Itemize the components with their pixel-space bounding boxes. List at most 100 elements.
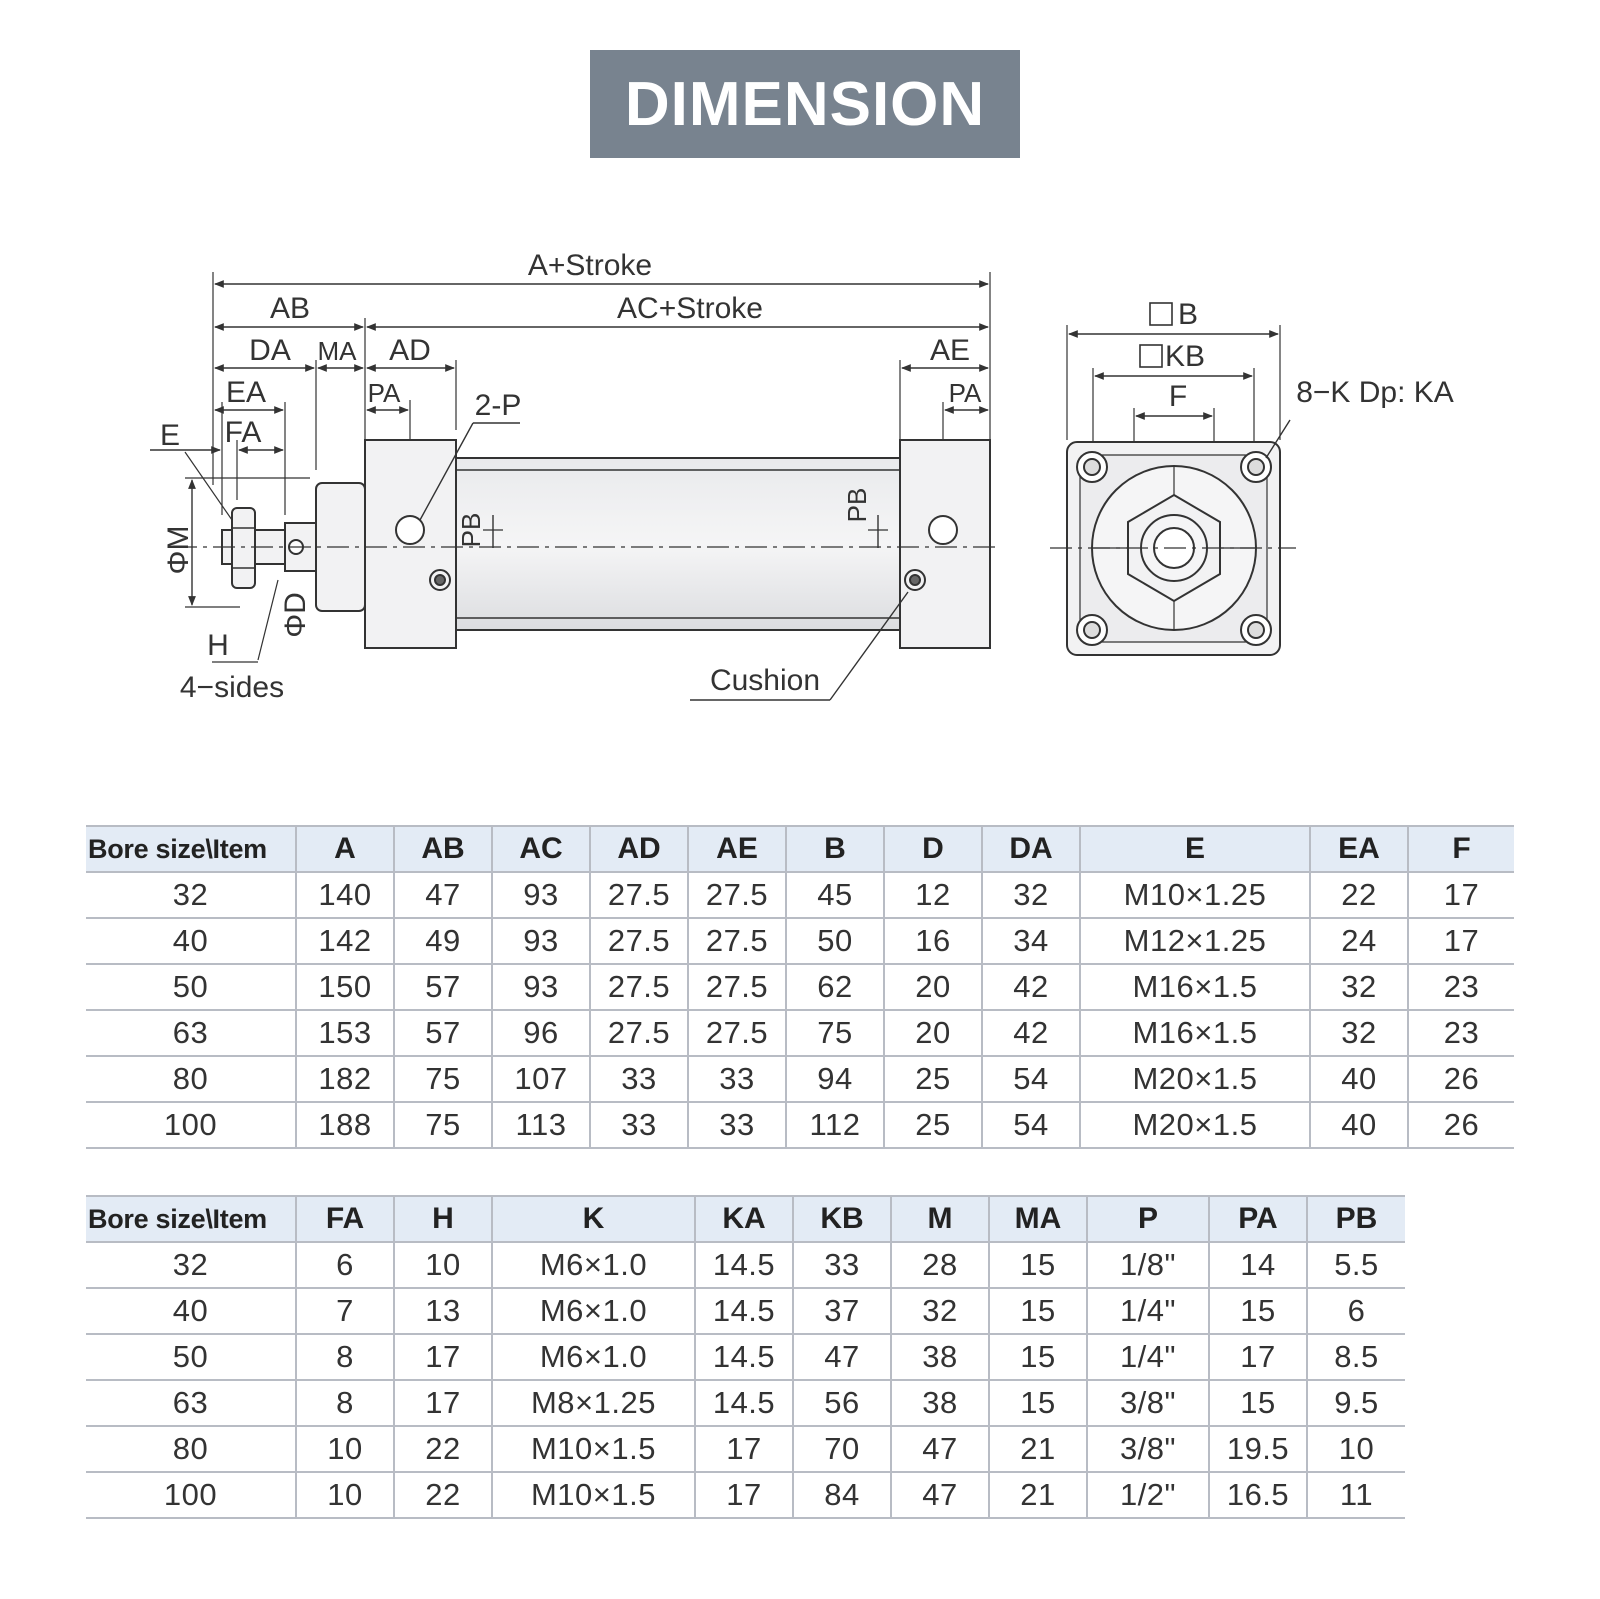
table-cell: M8×1.25 — [491, 1380, 695, 1427]
label-phi-d: ΦD — [279, 592, 312, 638]
bore-size-cell: 32 — [86, 1242, 296, 1289]
table-cell: 50 — [785, 918, 884, 965]
table-cell: 10 — [295, 1426, 394, 1473]
column-header: EA — [1309, 825, 1408, 873]
label-f: F — [1169, 380, 1187, 413]
table-cell: 8 — [295, 1380, 394, 1427]
table-cell: M10×1.5 — [491, 1426, 695, 1473]
table-cell: 32 — [1309, 1010, 1408, 1057]
table-cell: 21 — [988, 1426, 1087, 1473]
table-cell: 113 — [491, 1102, 590, 1149]
table-cell: 56 — [792, 1380, 891, 1427]
table-cell: 153 — [295, 1010, 394, 1057]
table-cell: 62 — [785, 964, 884, 1011]
table-cell: 27.5 — [687, 872, 786, 919]
column-header: AD — [589, 825, 688, 873]
table-cell: 1/8" — [1086, 1242, 1209, 1289]
column-header: KA — [694, 1195, 793, 1243]
table-cell: 47 — [792, 1334, 891, 1381]
table-cell: 8 — [295, 1334, 394, 1381]
column-header-bore-size: Bore size\Item — [86, 825, 296, 873]
table-cell: 23 — [1407, 1010, 1514, 1057]
label-ad: AD — [389, 334, 431, 367]
table-cell: 188 — [295, 1102, 394, 1149]
table-cell: 47 — [393, 872, 492, 919]
table-cell: M16×1.5 — [1079, 964, 1310, 1011]
bore-size-cell: 32 — [86, 872, 296, 919]
table-cell: 27.5 — [687, 918, 786, 965]
table-cell: 57 — [393, 1010, 492, 1057]
table-cell: 17 — [1407, 918, 1514, 965]
table-cell: 26 — [1407, 1102, 1514, 1149]
table-cell: 27.5 — [687, 964, 786, 1011]
table-cell: M20×1.5 — [1079, 1102, 1310, 1149]
table-cell: 6 — [1306, 1288, 1405, 1335]
table-cell: 32 — [890, 1288, 989, 1335]
column-header: F — [1407, 825, 1514, 873]
table-cell: 75 — [785, 1010, 884, 1057]
table-cell: 27.5 — [589, 872, 688, 919]
column-header: E — [1079, 825, 1310, 873]
table-cell: 13 — [393, 1288, 492, 1335]
column-header: D — [883, 825, 982, 873]
column-header-bore-size: Bore size\Item — [86, 1195, 296, 1243]
table-cell: 33 — [687, 1056, 786, 1103]
table-cell: 12 — [883, 872, 982, 919]
table-cell: 40 — [1309, 1102, 1408, 1149]
table-cell: 23 — [1407, 964, 1514, 1011]
table-cell: 38 — [890, 1334, 989, 1381]
table-cell: 142 — [295, 918, 394, 965]
table-cell: M6×1.0 — [491, 1288, 695, 1335]
table-cell: 33 — [687, 1102, 786, 1149]
bore-size-cell: 80 — [86, 1056, 296, 1103]
table-cell: 8.5 — [1306, 1334, 1405, 1381]
table-cell: M10×1.25 — [1079, 872, 1310, 919]
table-cell: 45 — [785, 872, 884, 919]
column-header: AB — [393, 825, 492, 873]
table-cell: 15 — [988, 1242, 1087, 1289]
table-cell: 94 — [785, 1056, 884, 1103]
bore-size-cell: 100 — [86, 1102, 296, 1149]
table-cell: 15 — [1208, 1288, 1307, 1335]
table-cell: 15 — [988, 1380, 1087, 1427]
table-cell: 47 — [890, 1472, 989, 1519]
label-ma: MA — [318, 336, 358, 366]
column-header: FA — [295, 1195, 394, 1243]
table-cell: 17 — [1407, 872, 1514, 919]
table-cell: 84 — [792, 1472, 891, 1519]
table-cell: 21 — [988, 1472, 1087, 1519]
table-cell: 107 — [491, 1056, 590, 1103]
table-cell: 16.5 — [1208, 1472, 1307, 1519]
bore-size-cell: 50 — [86, 1334, 296, 1381]
bore-size-cell: 50 — [86, 964, 296, 1011]
table-cell: 93 — [491, 964, 590, 1011]
label-pb-right: PB — [842, 488, 872, 523]
label-ae: AE — [930, 334, 970, 367]
column-header: P — [1086, 1195, 1209, 1243]
table-cell: 3/8" — [1086, 1380, 1209, 1427]
table-cell: M10×1.5 — [491, 1472, 695, 1519]
table-cell: 14 — [1208, 1242, 1307, 1289]
label-b: B — [1178, 298, 1198, 331]
table-cell: 15 — [1208, 1380, 1307, 1427]
table-cell: 33 — [792, 1242, 891, 1289]
label-8k: 8−K Dp: KA — [1296, 376, 1454, 409]
table-cell: 28 — [890, 1242, 989, 1289]
table-cell: 10 — [295, 1472, 394, 1519]
bore-size-cell: 40 — [86, 1288, 296, 1335]
label-2p: 2-P — [475, 389, 522, 422]
column-header: K — [491, 1195, 695, 1243]
side-view-labels: A+Stroke AC+Stroke AB DA MA AD AE PA PA … — [160, 249, 982, 704]
table-cell: 42 — [981, 964, 1080, 1011]
bore-size-cell: 80 — [86, 1426, 296, 1473]
column-header: AE — [687, 825, 786, 873]
label-cushion: Cushion — [710, 664, 820, 697]
table-cell: 140 — [295, 872, 394, 919]
